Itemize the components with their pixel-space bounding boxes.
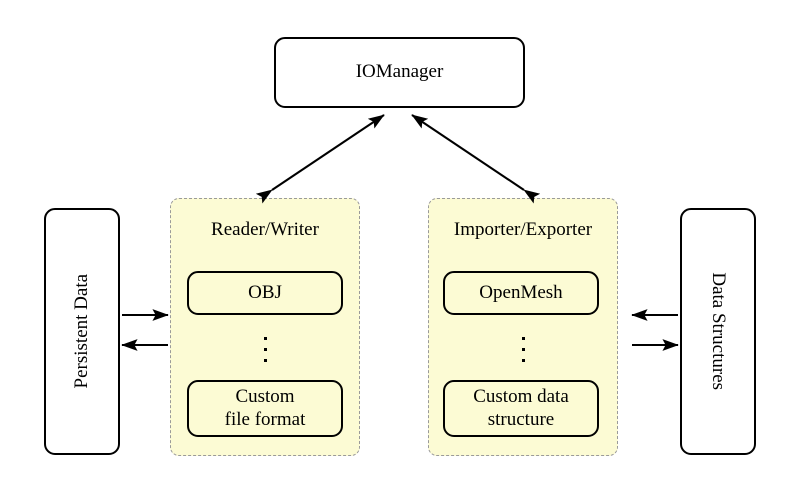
node-openmesh[interactable]: OpenMesh bbox=[443, 271, 599, 315]
node-obj[interactable]: OBJ bbox=[187, 271, 343, 315]
node-custom-data-structure[interactable]: Custom data structure bbox=[443, 380, 599, 437]
group-importer-exporter-title: Importer/Exporter bbox=[453, 219, 593, 240]
node-custom-file-format[interactable]: Custom file format bbox=[187, 380, 343, 437]
node-data-structures[interactable]: Data Structures bbox=[680, 208, 756, 455]
ellipsis-icon-importer-exporter bbox=[521, 337, 525, 362]
ellipsis-icon-reader-writer bbox=[263, 337, 267, 362]
node-obj-label: OBJ bbox=[248, 281, 282, 303]
arrow-importerexporter-iomanager bbox=[411, 114, 541, 204]
arrow-readerwriter-iomanager bbox=[255, 114, 385, 204]
node-custom-data-structure-label: Custom data structure bbox=[473, 386, 569, 430]
node-persistent-data[interactable]: Persistent Data bbox=[44, 208, 120, 455]
node-iomanager-label: IOManager bbox=[355, 61, 444, 83]
node-data-structures-label: Data Structures bbox=[708, 272, 730, 391]
node-persistent-data-label: Persistent Data bbox=[70, 274, 92, 389]
group-reader-writer-title: Reader/Writer bbox=[211, 219, 319, 240]
node-iomanager[interactable]: IOManager bbox=[274, 37, 525, 108]
node-custom-file-format-label: Custom file format bbox=[224, 386, 306, 430]
node-openmesh-label: OpenMesh bbox=[479, 281, 563, 303]
